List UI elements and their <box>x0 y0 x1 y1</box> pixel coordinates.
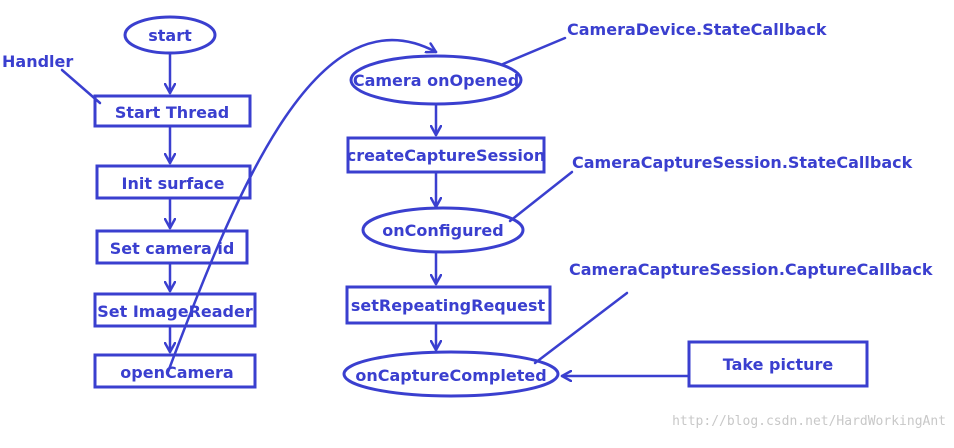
create-capture-session-box <box>346 136 546 174</box>
take-picture-box <box>687 340 869 388</box>
set-image-reader-box <box>93 292 257 328</box>
open-camera-label: openCamera <box>120 363 233 382</box>
set-camera-id-box <box>95 229 249 265</box>
on-configured-node <box>361 206 525 254</box>
start-thread-box <box>93 94 252 128</box>
capture-session-capture-callback-callout-line <box>533 291 629 365</box>
on-capture-completed-label: onCaptureCompleted <box>355 366 546 385</box>
on-capture-completed-node <box>342 350 560 398</box>
take-picture-label: Take picture <box>723 355 834 374</box>
camera-device-state-callback-label: CameraDevice.StateCallback <box>567 20 827 39</box>
set-camera-id-label: Set camera id <box>110 239 235 258</box>
create-capture-session-label: createCaptureSession <box>347 146 546 165</box>
set-image-reader-label: Set ImageReader <box>97 302 253 321</box>
handler-label: Handler <box>2 52 73 71</box>
camera-device-state-callback-callout-line <box>501 36 567 66</box>
init-surface-label: Init surface <box>122 174 225 193</box>
capture-session-state-callback-callout-line <box>508 170 574 223</box>
handler-callout-line <box>60 68 102 105</box>
watermark-text: http://blog.csdn.net/HardWorkingAnt <box>672 414 946 429</box>
on-configured-label: onConfigured <box>382 221 503 240</box>
camera-on-opened-label: Camera onOpened <box>353 71 519 90</box>
start-label: start <box>148 26 192 45</box>
set-repeating-request-label: setRepeatingRequest <box>351 296 546 315</box>
init-surface-box <box>95 164 252 200</box>
capture-session-capture-callback-label: CameraCaptureSession.CaptureCallback <box>569 260 933 279</box>
start-thread-label: Start Thread <box>115 103 229 122</box>
edge-open-camera-to-on-opened <box>166 38 438 374</box>
set-repeating-request-box <box>345 285 552 325</box>
capture-session-state-callback-label: CameraCaptureSession.StateCallback <box>572 153 913 172</box>
